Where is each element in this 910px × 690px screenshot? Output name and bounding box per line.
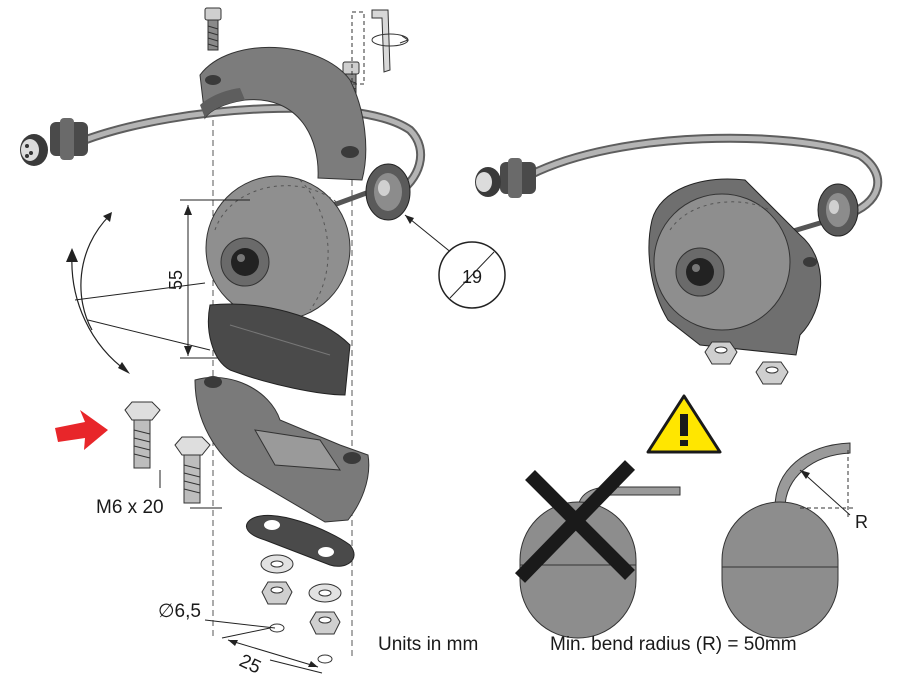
assembled-camera — [648, 178, 822, 356]
assembled-nuts — [704, 341, 789, 385]
cable-gland — [319, 163, 411, 221]
lower-cradle — [194, 376, 370, 523]
cross-icon — [514, 460, 636, 583]
top-cover — [199, 47, 367, 181]
gasket — [246, 514, 355, 567]
red-arrow-icon — [55, 410, 108, 450]
hex-key-icon — [351, 9, 410, 85]
top-screw — [204, 7, 222, 51]
height-dimension-label: 55 — [166, 270, 186, 290]
hole-diameter-label: ∅6,5 — [158, 601, 201, 622]
connector-plug — [20, 118, 88, 166]
spacing-dimension: 25 — [221, 627, 323, 678]
assembled-view — [475, 133, 883, 385]
incorrect-bend — [514, 460, 681, 639]
cable-dimension-label: 19 — [462, 267, 482, 287]
bolt-2 — [174, 436, 211, 504]
spacing-dimension-label: 25 — [236, 650, 264, 678]
height-dimension: 55 — [166, 199, 250, 359]
bend-radius-label: Min. bend radius (R) = 50mm — [550, 634, 797, 655]
bolt-spec-label: M6 x 20 — [96, 497, 164, 518]
warning-icon — [646, 394, 722, 454]
bolt-1 — [124, 401, 161, 469]
cable-dimension: 19 — [404, 214, 506, 309]
rotation-arrows — [66, 212, 211, 374]
washers-nuts — [260, 554, 342, 664]
correct-bend: R — [721, 442, 868, 639]
assembled-gland — [789, 183, 859, 237]
radius-symbol-label: R — [855, 512, 868, 532]
ball-camera — [205, 175, 351, 321]
assembled-connector — [475, 158, 536, 198]
seal-plate — [207, 303, 351, 396]
units-label: Units in mm — [378, 634, 478, 655]
exploded-view: 55 19 — [20, 7, 506, 678]
